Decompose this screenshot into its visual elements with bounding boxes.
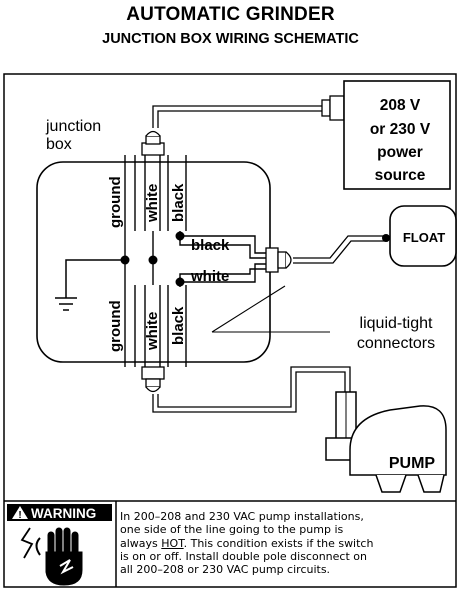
junction-box-label-2: box bbox=[46, 136, 72, 153]
wire-label-white-top: white bbox=[144, 184, 161, 223]
warning-triangle-icon bbox=[12, 506, 28, 519]
top-connector bbox=[141, 130, 165, 156]
power-cable-inner bbox=[157, 110, 322, 128]
float-leads bbox=[179, 235, 268, 283]
warning-text: In 200–208 and 230 VAC pump installation… bbox=[120, 510, 460, 576]
connectors-label-2: connectors bbox=[357, 335, 435, 352]
wire-label-black-top: black bbox=[170, 183, 187, 222]
connectors-label-1: liquid-tight bbox=[360, 315, 433, 332]
power-source-label-2: or 230 V bbox=[370, 121, 431, 138]
lead-label-white: white bbox=[190, 268, 229, 285]
power-source-label-1: 208 V bbox=[380, 97, 421, 114]
right-connector bbox=[265, 247, 292, 273]
float-cable-entry bbox=[382, 234, 390, 242]
warning-line-1: In 200–208 and 230 VAC pump installation… bbox=[120, 510, 364, 523]
float-switch bbox=[389, 205, 457, 267]
ground-symbol bbox=[55, 259, 125, 311]
pump-label: PUMP bbox=[389, 455, 436, 472]
float-cable bbox=[293, 235, 388, 259]
bottom-connector bbox=[141, 366, 165, 393]
power-source-label-4: source bbox=[375, 167, 426, 184]
warning-line-3-end: . This condition exists if the switch bbox=[183, 536, 374, 550]
bottom-wires bbox=[124, 285, 187, 367]
warning-line-3-start: always bbox=[120, 536, 162, 550]
float-label: FLOAT bbox=[403, 230, 445, 245]
top-wires bbox=[124, 155, 187, 231]
pump-cable-inner bbox=[157, 366, 351, 408]
warning-badge: ! WARNING bbox=[7, 504, 112, 521]
diagram-subtitle: JUNCTION BOX WIRING SCHEMATIC bbox=[102, 31, 359, 47]
float-cable-inner bbox=[293, 240, 388, 264]
warning-line-2: one side of the line going to the pump i… bbox=[120, 523, 344, 537]
wire-label-ground-top: ground bbox=[107, 176, 124, 228]
wire-label-white-bottom: white bbox=[144, 312, 161, 351]
diagram-title: AUTOMATIC GRINDER bbox=[126, 4, 335, 25]
wire-label-black-bottom: black bbox=[170, 306, 187, 345]
warning-badge-label: WARNING bbox=[31, 506, 96, 521]
warning-line-5: all 200–208 or 230 VAC pump circuits. bbox=[120, 563, 331, 577]
callout-line-right bbox=[211, 285, 286, 333]
power-plug bbox=[321, 95, 345, 121]
warning-exclamation: ! bbox=[18, 510, 21, 521]
outer-frame bbox=[3, 73, 457, 588]
lead-label-black: black bbox=[191, 237, 230, 254]
power-source-box bbox=[343, 80, 451, 190]
pump-cable bbox=[152, 371, 346, 413]
wire-label-ground-bottom: ground bbox=[107, 300, 124, 352]
power-cable bbox=[152, 105, 322, 128]
power-source-label-3: power bbox=[377, 144, 423, 161]
pump-illustration bbox=[325, 391, 447, 493]
junction-box-label-1: junction bbox=[45, 118, 101, 135]
electric-shock-hand-icon bbox=[20, 527, 83, 586]
warning-line-4: is on or off. Install double pole discon… bbox=[120, 549, 367, 563]
warning-hot-word: HOT bbox=[161, 536, 184, 550]
warning-line-3: always HOT. This condition exists if the… bbox=[120, 537, 460, 550]
